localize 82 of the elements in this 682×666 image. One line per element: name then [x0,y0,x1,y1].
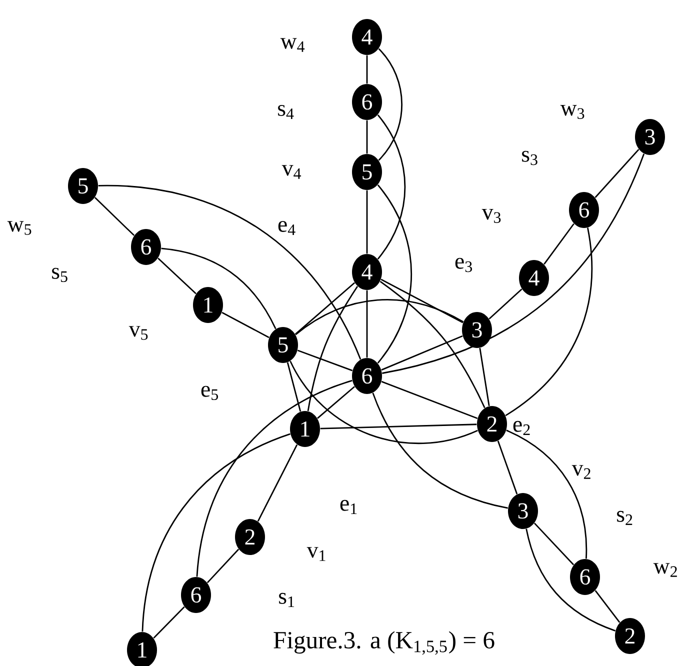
vertex-label: e$_{1}$ [340,500,357,514]
vertex-label: s$_{5}$ [52,268,68,282]
vertex-node: 6 [352,84,382,120]
vertex-label: s$_{2}$ [617,510,632,526]
edge-line [297,350,353,372]
edge-line [505,228,593,416]
edge-line [153,606,185,639]
edge-line [142,433,290,632]
vertex-node: 6 [569,192,599,228]
edge-line [366,190,368,254]
edge-line [378,48,402,161]
vertex-label: e$_{5}$ [201,386,218,400]
edge-line [366,290,368,358]
vertex-node: 4 [519,260,549,296]
vertex-label: e$_{3}$ [455,258,472,272]
edge-line [380,278,464,324]
vertex-node: 6 [352,358,382,394]
edge-line [290,360,478,444]
vertex-node: 4 [352,19,382,55]
vertex-label: s$_{3}$ [522,150,538,166]
edge-line [295,299,464,336]
edge-line [286,362,302,412]
vertex-label: e$_{4}$ [278,220,296,235]
edge-line [380,280,486,408]
edge-line [366,120,368,154]
edge-line [594,590,620,623]
edge-line [497,440,518,494]
edge-line [488,288,522,320]
edge-line [98,184,362,360]
vertex-node: 1 [193,287,223,323]
vertex-node: 4 [352,254,382,290]
edge-line [382,154,645,374]
edge-line [526,528,616,632]
caption: Figure.3. a (K$_{1,5,5}$) = 6 [274,631,494,655]
edge-line [222,312,270,338]
vertex-node: 6 [131,229,161,265]
edge-line [196,380,352,577]
vertex-node: 2 [615,618,645,654]
edge-line [161,248,276,330]
edge-line [320,424,477,430]
edge-line [594,148,640,198]
vertex-label: w$_{3}$ [560,105,584,119]
vertex-node: 2 [235,519,265,555]
vertex-node: 3 [635,119,665,155]
vertex-label: v$_{3}$ [482,209,501,223]
edge-line [158,258,196,294]
vertex-label: s$_{4}$ [278,104,294,119]
edge-line [294,282,356,335]
edge-line [366,55,368,84]
edge-line [506,430,588,559]
edge-line [257,444,298,522]
edge-line [479,348,490,406]
vertex-node: 5 [268,327,298,363]
vertex-label: v$_{5}$ [128,326,148,340]
vertex-node: 1 [127,632,157,666]
edge-line [534,522,574,566]
edge-line [307,286,358,412]
vertex-node: 6 [570,558,600,595]
vertex-label: w$_{5}$ [7,221,32,235]
vertex-node: 5 [68,168,98,204]
vertex-node: 3 [508,492,538,529]
vertex-node: 2 [477,406,507,442]
edge-line [381,335,463,371]
edge-line [377,184,412,364]
vertex-node: 3 [462,312,492,348]
vertex-label: s$_{1}$ [279,592,294,608]
vertex-node: 5 [352,154,382,190]
edge-line [377,114,406,260]
vertex-label: v$_{1}$ [306,547,326,561]
edge-line [206,548,240,584]
vertex-label: v$_{4}$ [282,165,302,179]
edge-line [317,386,355,419]
edge-line [544,223,574,265]
vertex-node: 1 [290,411,320,447]
vertex-label: v$_{2}$ [572,465,590,479]
vertex-node: 6 [181,576,211,613]
edge-line [372,392,508,509]
edge-line [94,197,135,236]
vertex-label: w$_{2}$ [653,563,677,577]
vertex-label: e$_{2}$ [513,420,530,436]
edge-line [381,380,478,420]
vertex-label: w$_{4}$ [280,38,305,52]
